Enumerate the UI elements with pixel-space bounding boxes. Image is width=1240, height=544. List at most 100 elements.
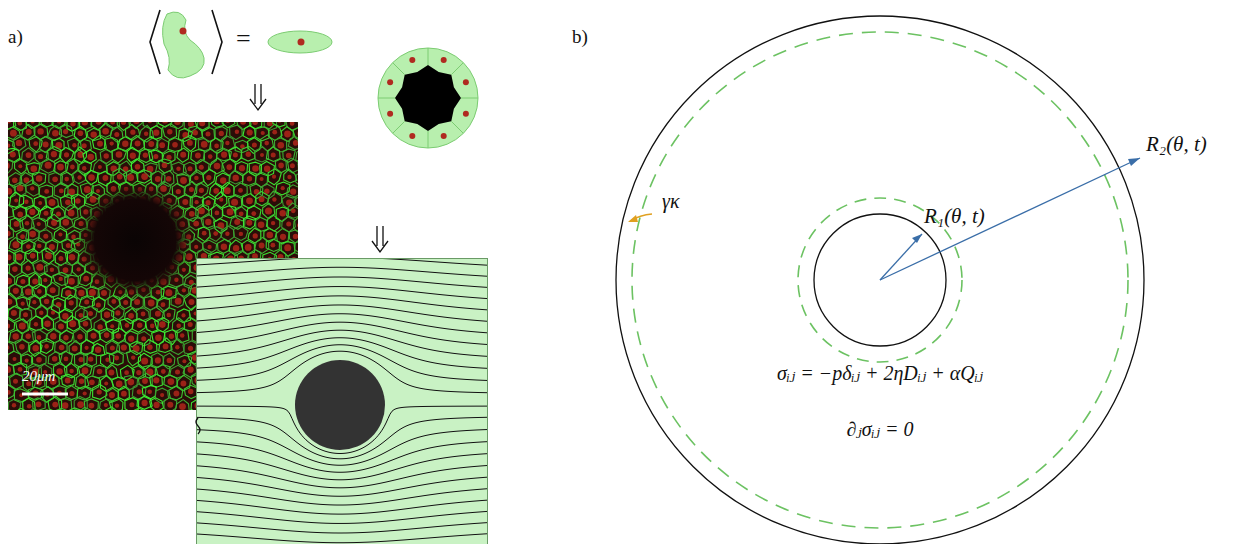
nucleus	[8, 188, 12, 194]
cell-outline	[137, 331, 151, 346]
nucleus	[188, 122, 194, 127]
nucleus	[188, 346, 193, 351]
nucleus	[278, 142, 285, 149]
nucleus	[165, 289, 172, 296]
nucleus	[110, 142, 114, 146]
nucleus	[142, 400, 148, 406]
cell-outline	[26, 227, 40, 240]
cell-outline	[175, 400, 189, 410]
nucleus	[10, 151, 16, 157]
nucleus	[8, 209, 9, 213]
cell-outline	[33, 398, 46, 410]
nucleus	[97, 389, 102, 394]
nucleus	[52, 356, 58, 362]
nucleus	[84, 186, 91, 193]
nucleus	[134, 299, 140, 305]
cell-outline	[150, 398, 164, 410]
nucleus	[69, 300, 74, 305]
nucleus	[77, 267, 81, 271]
nucleus	[20, 279, 25, 284]
cell-outline	[234, 226, 249, 241]
nucleus	[69, 254, 76, 261]
cell-outline	[64, 295, 77, 311]
panel-label: b)	[572, 26, 588, 48]
annulus-diagram	[616, 16, 1144, 544]
nucleus	[23, 312, 28, 317]
nucleus	[63, 219, 70, 226]
nucleus	[91, 333, 97, 339]
nucleus	[101, 290, 107, 296]
director-line	[196, 296, 488, 310]
cell-outline	[132, 384, 146, 400]
nucleus	[137, 323, 142, 328]
nucleus	[143, 153, 148, 158]
cell-outline	[9, 284, 23, 299]
nucleus	[267, 122, 273, 126]
cell-outline	[138, 170, 151, 184]
nucleus	[65, 199, 71, 205]
nucleus	[286, 199, 292, 205]
nucleus	[33, 141, 38, 146]
cell-outline	[268, 169, 281, 185]
cell-outline	[293, 127, 298, 142]
cell-outline	[73, 170, 87, 184]
nucleus	[43, 234, 48, 239]
nucleus	[44, 189, 49, 194]
cell-outline	[78, 122, 92, 130]
cell-outline	[9, 238, 23, 252]
cell-outline	[201, 214, 215, 228]
nucleus	[38, 201, 42, 205]
nucleus	[155, 176, 161, 182]
nucleus	[45, 162, 52, 169]
nucleus	[29, 209, 35, 215]
cell-outline	[218, 239, 231, 253]
nucleus	[64, 152, 69, 157]
nucleus	[62, 402, 68, 408]
nucleus	[50, 268, 54, 272]
nucleus	[25, 221, 30, 226]
cell-outline	[164, 375, 177, 388]
nucleus	[154, 402, 160, 408]
nucleus	[128, 336, 134, 342]
cell-outline	[177, 375, 191, 391]
cell-outline	[42, 315, 54, 330]
nucleus	[252, 143, 257, 148]
nucleus	[188, 367, 194, 373]
nucleus	[25, 359, 29, 363]
nucleus	[180, 333, 185, 338]
nucleus	[297, 130, 298, 136]
nucleus	[26, 152, 32, 158]
cell-outline	[84, 306, 98, 320]
nucleus	[63, 267, 69, 273]
nucleus	[104, 403, 108, 407]
scale-bar	[22, 393, 68, 396]
nucleus	[290, 189, 296, 195]
nucleus	[45, 122, 49, 123]
nucleus	[213, 231, 218, 236]
nucleus	[10, 130, 17, 137]
nucleus	[98, 165, 102, 169]
cell-outline	[22, 148, 34, 163]
nucleus	[12, 266, 18, 272]
balance-equation: ∂ⱼσᵢⱼ = 0	[847, 418, 914, 441]
nucleus	[277, 122, 281, 123]
nucleus	[259, 196, 265, 202]
cell-outline	[159, 338, 172, 353]
nucleus	[44, 299, 49, 304]
nucleus	[226, 164, 232, 170]
cell-outline	[80, 407, 93, 410]
cell-outline	[109, 351, 123, 365]
nucleus	[219, 198, 223, 202]
nucleus	[34, 322, 38, 326]
nucleus	[194, 176, 199, 181]
nucleus	[225, 141, 229, 145]
nucleus	[281, 186, 285, 190]
cell-outline	[296, 172, 298, 187]
nucleus	[247, 129, 253, 135]
nucleus	[133, 122, 140, 124]
cell-outline	[191, 170, 205, 186]
nucleus	[45, 253, 52, 260]
nucleus	[233, 175, 239, 181]
nucleus	[220, 177, 226, 183]
